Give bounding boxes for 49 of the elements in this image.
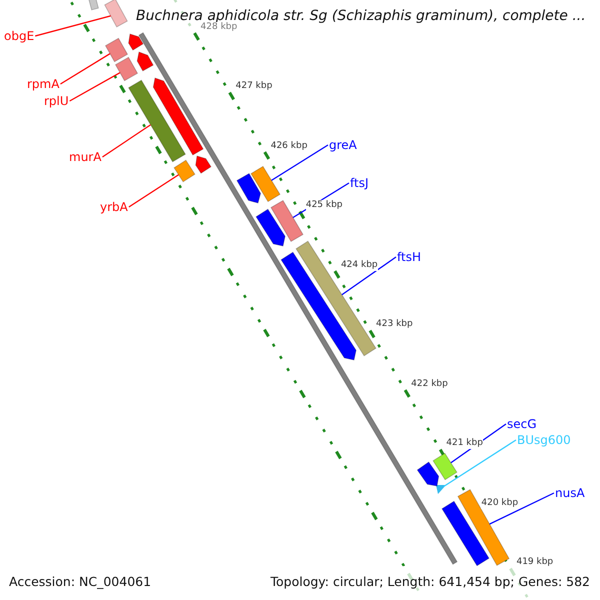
gene-feature [136,51,154,72]
gene-label: ftsH [397,250,421,264]
gene-label: obgE [4,29,34,43]
scale-tick-label: 425 kbp [306,200,343,211]
leader-line [271,144,328,181]
scale-tick-label: 427 kbp [236,81,272,92]
scale-tick-label: 422 kbp [411,378,448,390]
gene-bar [86,0,99,10]
gene-feature [280,252,357,360]
gene-label: rplU [44,94,69,108]
gene-feature [256,208,286,246]
scale-tick-label: 420 kbp [481,498,518,508]
gene-label: greA [329,138,357,152]
gene-label: yrbA [100,200,128,214]
genome-summary-text: Topology: circular; Length: 641,454 bp; Genes: 582 [270,574,590,589]
gene-bar [174,160,196,182]
leader-line [35,15,111,37]
scale-tick-label: 423 kbp [376,319,413,330]
gene-bar [104,38,128,62]
gene-feature [416,461,440,486]
gene-feature [152,77,204,156]
leader-line [60,53,110,85]
leader-line [443,440,516,488]
gene-bar [128,80,186,162]
gene-label: ftsJ [350,176,369,190]
gene-label: nusA [555,486,585,500]
gene-marker [436,485,446,494]
scale-tick-label: 421 kbp [446,438,483,449]
gene-label: murA [69,150,102,164]
accession-text: Accession: NC_004061 [9,574,152,589]
leader-line [69,72,120,102]
gene-label: BUsg600 [517,433,571,447]
gene-bar [250,166,281,202]
leader-line [128,174,179,208]
gene-feature [195,155,212,174]
scale-tick-label: 424 kbp [340,260,378,270]
gene-label: rpmA [27,77,60,91]
gene-feature [128,33,144,51]
leader-line [342,256,396,296]
leader-line [489,492,554,525]
scale-tick-label: 426 kbp [270,140,308,152]
gene-bar [432,452,458,480]
scale-tick-label: 419 kbp [516,557,554,568]
gene-feature [236,172,262,204]
gene-bar [104,0,128,28]
leader-line [102,124,151,158]
gene-bar [296,240,376,356]
gene-label: secG [507,417,537,431]
gene-bar [270,200,304,242]
